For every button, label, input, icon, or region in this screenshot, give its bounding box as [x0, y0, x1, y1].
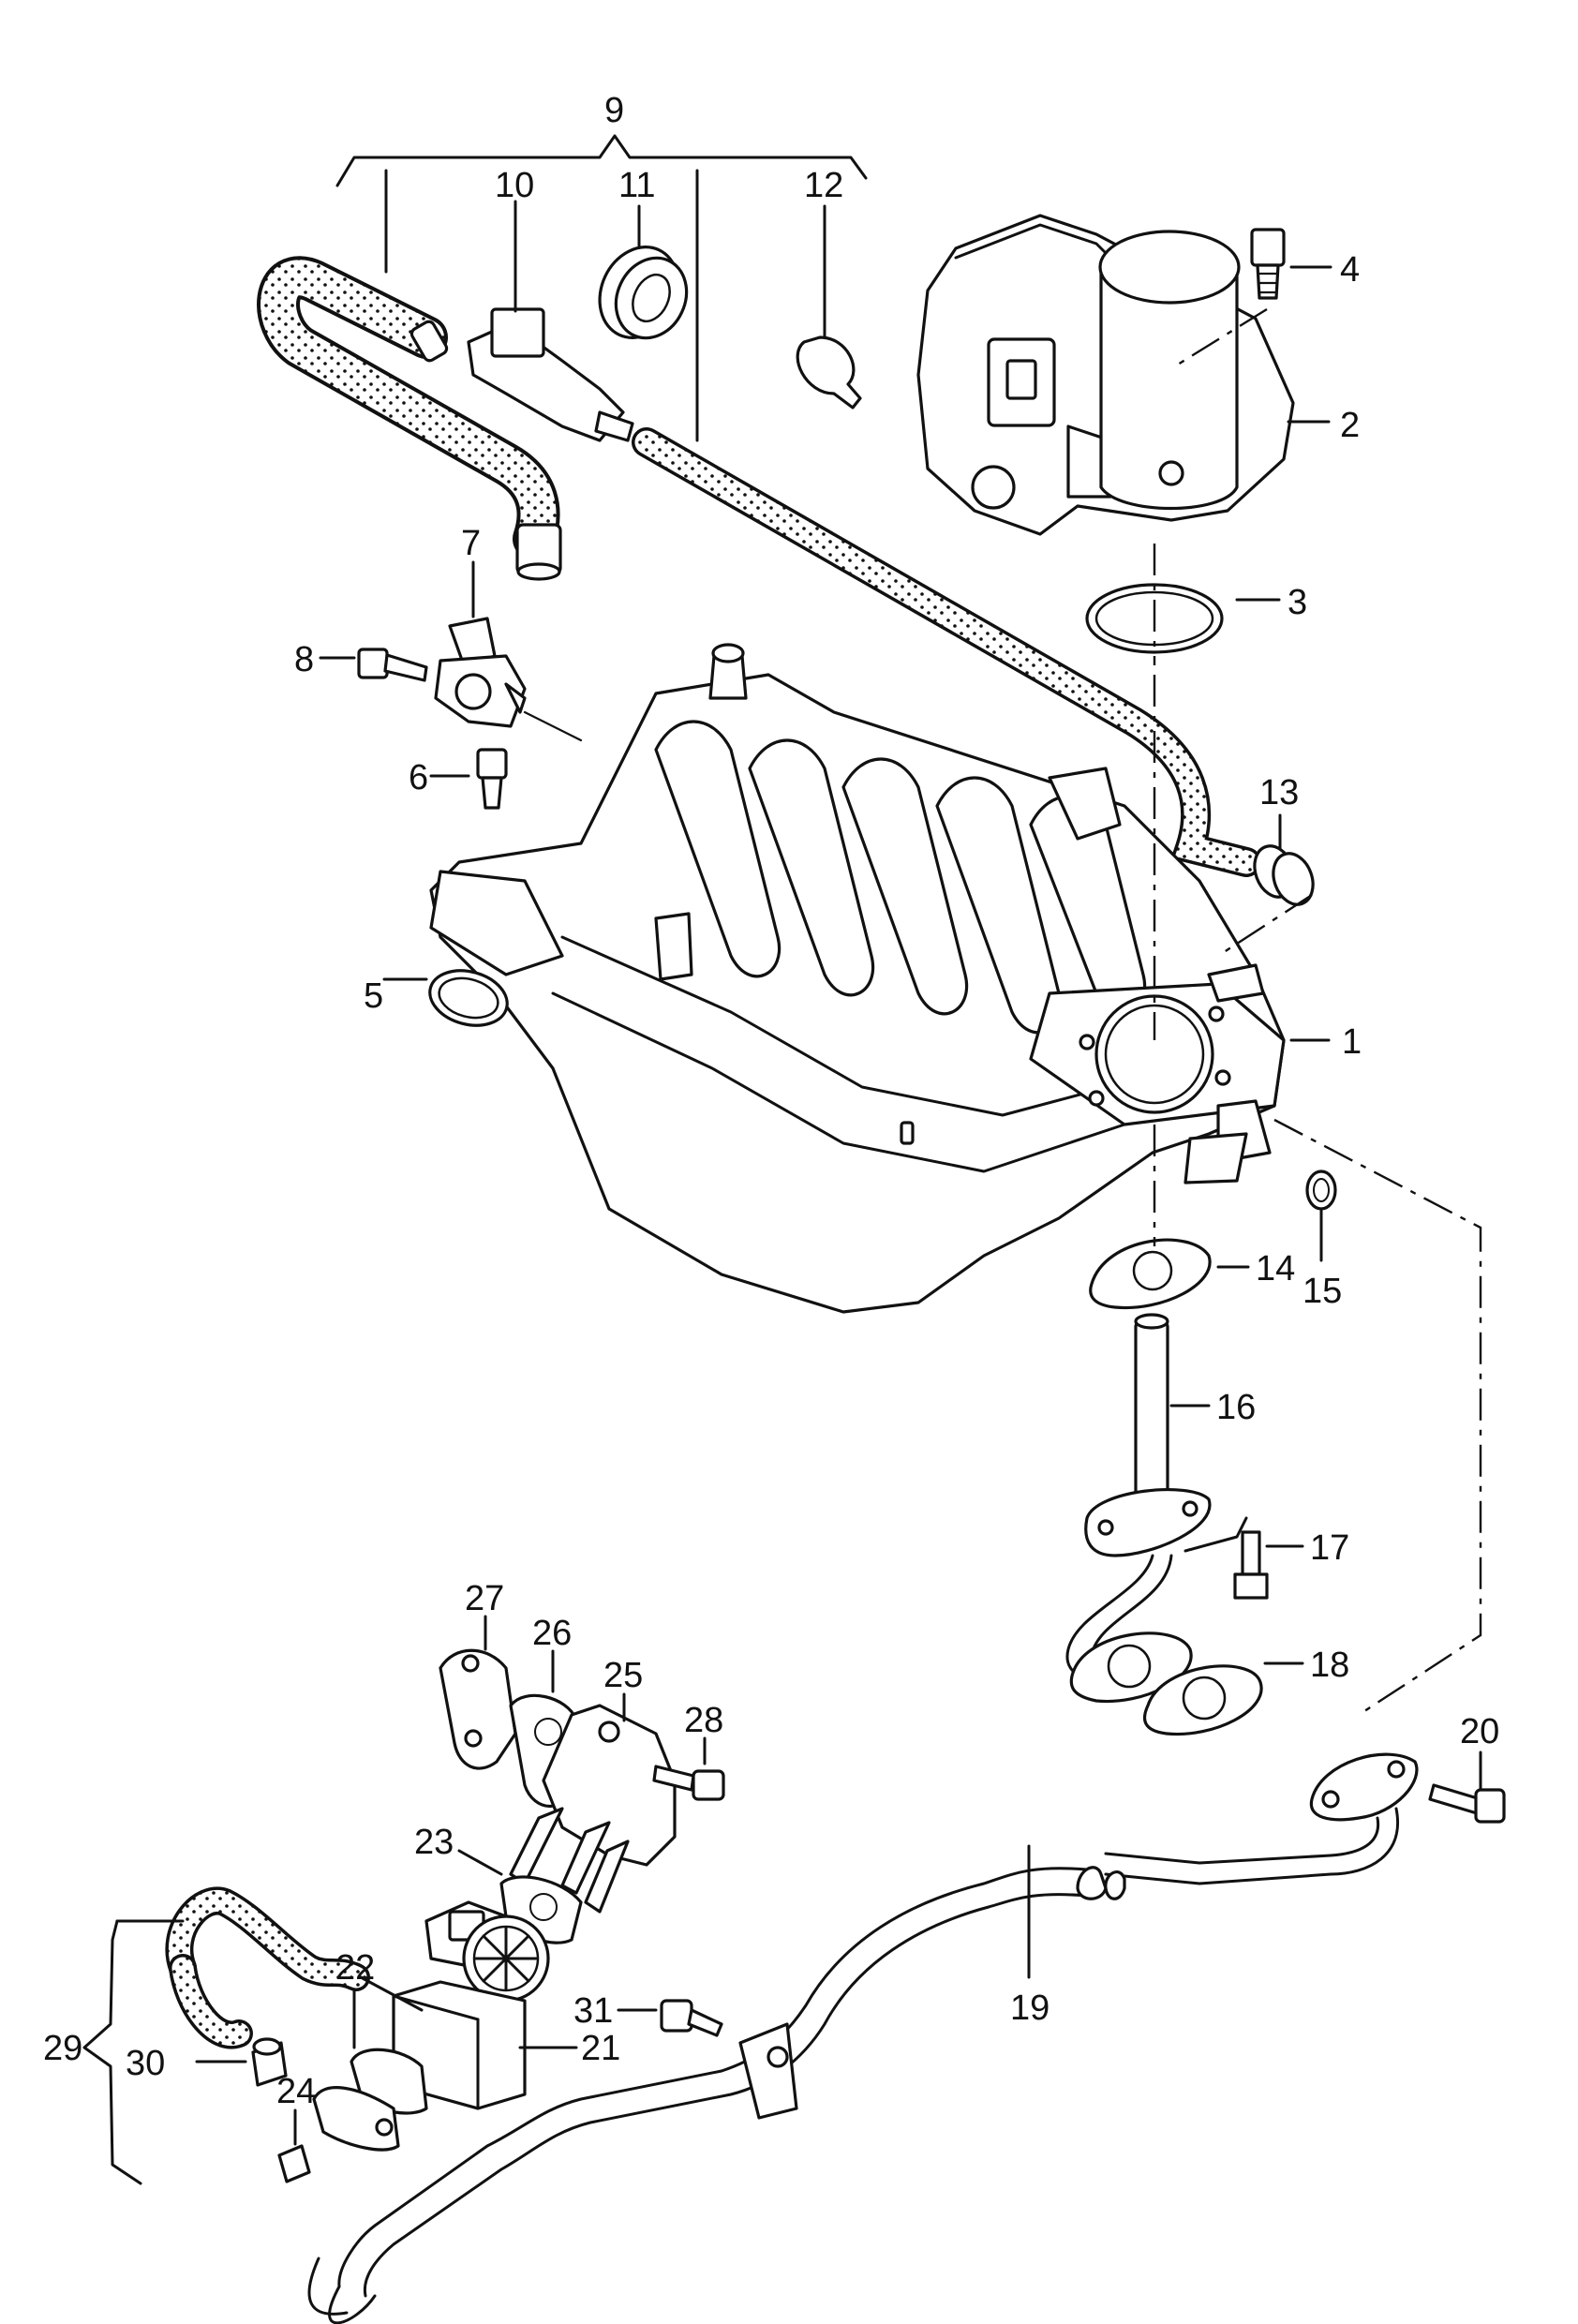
- label-15: 15: [1303, 1272, 1342, 1311]
- seal-15: [1305, 1169, 1337, 1211]
- label-25: 25: [603, 1656, 643, 1695]
- axis-pipe-right: [1273, 1118, 1482, 1717]
- label-5: 5: [364, 976, 383, 1016]
- label-20: 20: [1460, 1712, 1499, 1751]
- label-3: 3: [1288, 583, 1307, 622]
- label-16: 16: [1216, 1388, 1256, 1427]
- bolt-4: [1172, 228, 1286, 369]
- label-27: 27: [465, 1579, 504, 1618]
- axis-clamp13: [1217, 893, 1313, 958]
- gasket-14: [1089, 1125, 1212, 1310]
- label-10: 10: [495, 166, 534, 205]
- hose-clamp: [796, 204, 862, 410]
- bracket-27: [439, 1615, 517, 1770]
- gasket-18: [1069, 1631, 1263, 1736]
- throttle-valve-module: [916, 214, 1295, 536]
- label-31: 31: [573, 1991, 613, 2031]
- long-vacuum-hose: [632, 427, 1261, 877]
- label-29: 29: [43, 2029, 82, 2068]
- label-2: 2: [1340, 406, 1360, 445]
- cap-30: [195, 2037, 288, 2087]
- clamp-13: [1253, 813, 1315, 906]
- label-21: 21: [581, 2029, 620, 2068]
- label-24: 24: [276, 2072, 316, 2111]
- label-1: 1: [1342, 1022, 1362, 1062]
- label-11: 11: [618, 166, 655, 205]
- label-13: 13: [1259, 773, 1299, 812]
- label-4: 4: [1340, 250, 1360, 290]
- non-return-valve: [467, 200, 634, 442]
- label-14: 14: [1256, 1249, 1295, 1289]
- pipe-19: [307, 1752, 1419, 2324]
- bolt-8: [319, 648, 428, 682]
- bracket-9: [335, 134, 868, 442]
- label-6: 6: [409, 758, 428, 797]
- label-22: 22: [335, 1948, 375, 1988]
- sensor-7: [434, 560, 583, 742]
- bolt-28: [652, 1736, 725, 1801]
- bolt-17: [1233, 1530, 1269, 1600]
- label-18: 18: [1310, 1646, 1349, 1685]
- bolt-31: [617, 1999, 723, 2037]
- label-7: 7: [461, 524, 481, 563]
- label-17: 17: [1310, 1528, 1349, 1568]
- vacuum-hose: [257, 256, 562, 581]
- bolt-6: [429, 748, 508, 810]
- combination-valve-21: [392, 1900, 578, 2110]
- part-labels: 1 2 3 4 5 6 7 8 9 10 11 12 13 14 15 16 1…: [43, 91, 1499, 2111]
- intake-manifold: [429, 643, 1286, 1314]
- bolt-20: [1428, 1750, 1506, 1824]
- bracket-29: [82, 1919, 185, 2185]
- o-ring-3: [1085, 544, 1224, 665]
- label-9: 9: [604, 91, 624, 130]
- seal-ring: [598, 204, 689, 340]
- label-23: 23: [414, 1823, 454, 1862]
- leader-lines: [382, 265, 1332, 1979]
- pipe-16: [1065, 1313, 1248, 1679]
- label-12: 12: [804, 166, 843, 205]
- label-28: 28: [684, 1701, 723, 1740]
- studs: [509, 1807, 630, 1914]
- gasket-5: [428, 969, 509, 1027]
- hose-29: [165, 1886, 424, 2049]
- label-26: 26: [532, 1614, 572, 1653]
- label-8: 8: [294, 640, 314, 679]
- bracket-25: [542, 1692, 677, 1867]
- label-30: 30: [126, 2044, 165, 2083]
- label-19: 19: [1010, 1989, 1050, 2028]
- flange-24: [277, 2086, 400, 2183]
